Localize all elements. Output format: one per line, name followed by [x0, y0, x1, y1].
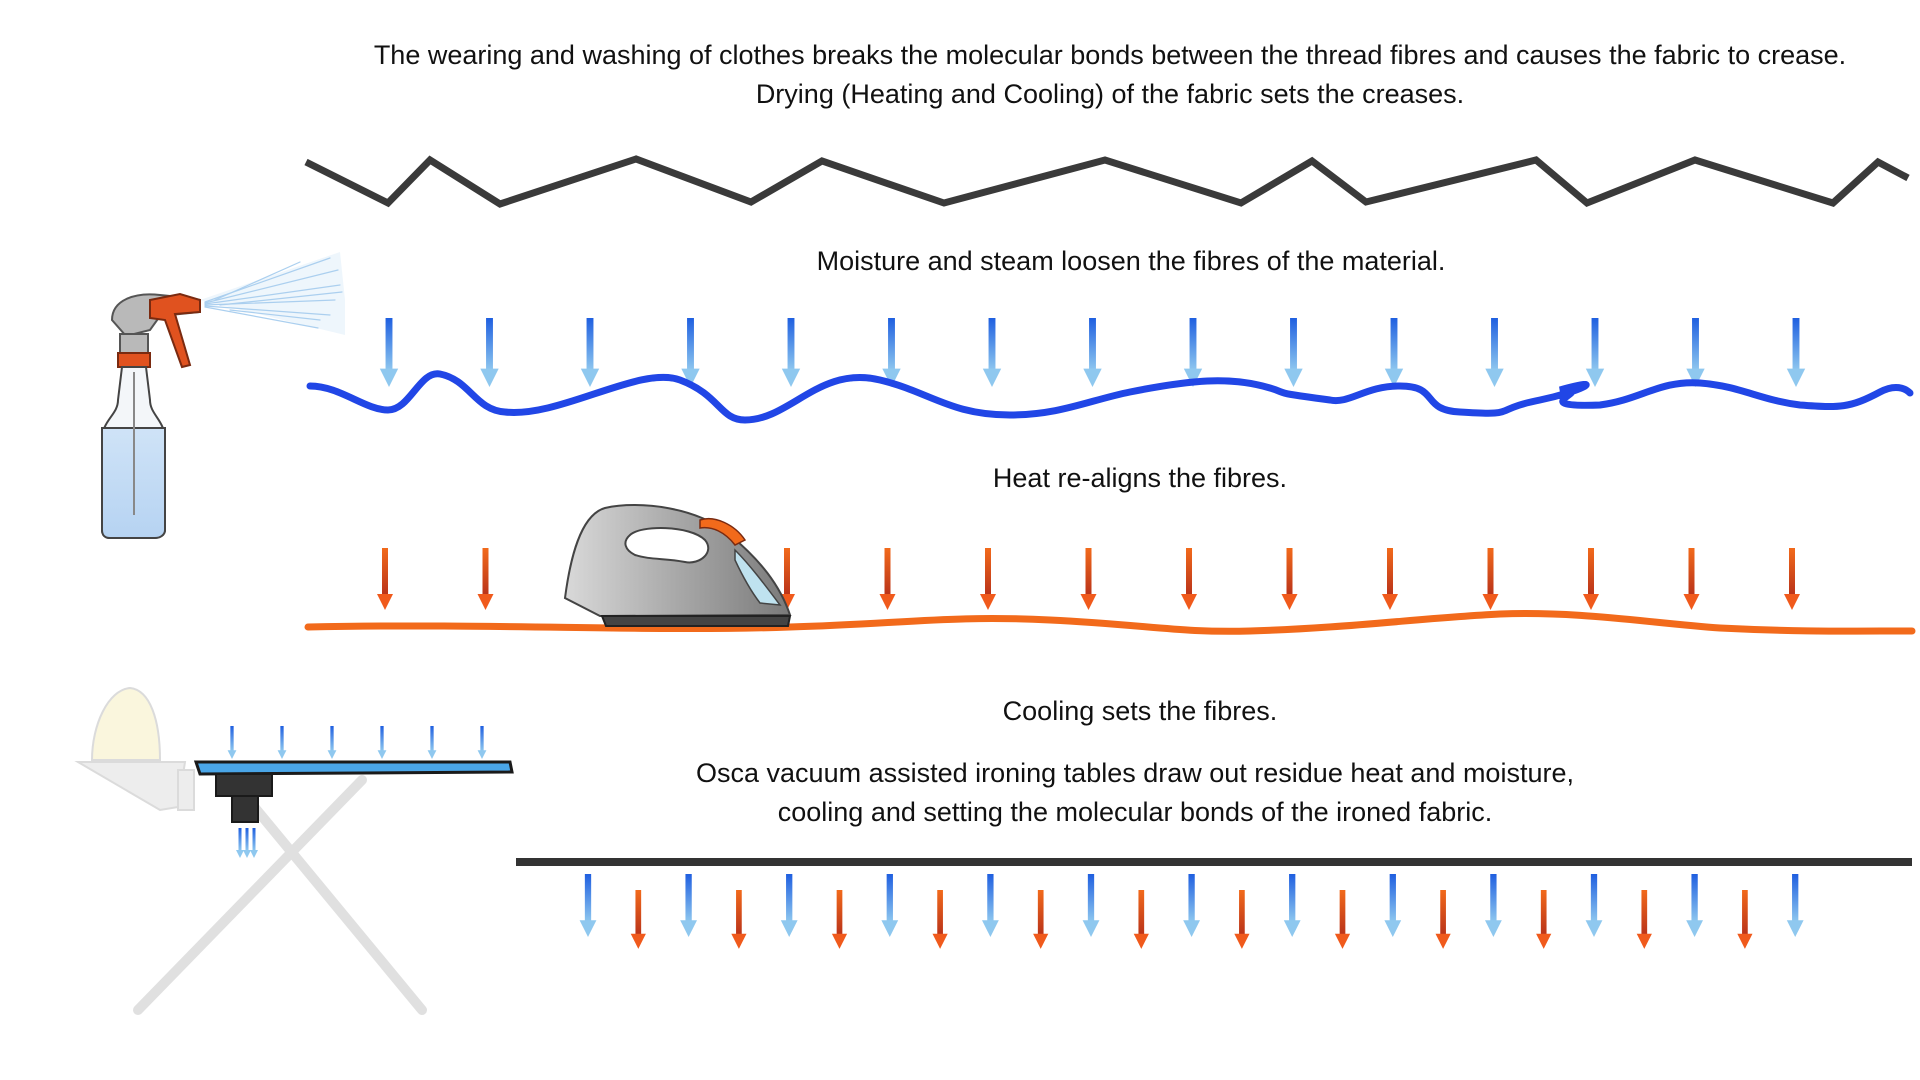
moisture-arrow [1585, 318, 1605, 387]
crease-caption-line-2: Drying (Heating and Cooling) of the fabr… [755, 79, 1465, 109]
ironing-table-icon [74, 686, 514, 1015]
osca-caption-line-1: Osca vacuum assisted ironing tables draw… [696, 758, 1574, 788]
heat-arrow [879, 548, 896, 610]
heat-arrow [980, 548, 996, 610]
moisture-arrow [681, 318, 700, 387]
cooling-arrow [982, 874, 999, 937]
moisture-arrow [580, 318, 600, 387]
heat-arrow [1281, 548, 1298, 610]
heat-arrow [1435, 890, 1451, 949]
moisture-caption: Moisture and steam loosen the fibres of … [816, 246, 1446, 276]
heat-arrow [932, 890, 948, 949]
moisture-arrow [982, 318, 1002, 387]
vacuum-arrow [236, 828, 244, 858]
cooling-arrow [1283, 874, 1301, 937]
heat-arrow [630, 890, 646, 949]
moisture-arrow [1384, 318, 1404, 387]
heat-arrow [1033, 890, 1049, 949]
moisture-arrow [1284, 318, 1303, 387]
heat-arrow [1482, 548, 1499, 610]
moisture-arrow [1183, 318, 1203, 387]
vacuum-arrow [250, 828, 258, 858]
heat-arrow [1382, 548, 1398, 610]
heat-arrow [1080, 548, 1097, 610]
moisture-arrow [1786, 318, 1806, 387]
table-cooling-arrow [327, 726, 337, 759]
moisture-arrow [882, 318, 901, 387]
spray-mist [200, 252, 345, 335]
cooling-arrow [1183, 874, 1200, 937]
steam-iron-icon [563, 504, 792, 627]
cooling-arrow [680, 874, 697, 937]
heat-arrow [1683, 548, 1700, 610]
heat-arrow [1583, 548, 1599, 610]
cooling-and-heat-arrows [579, 874, 1804, 949]
spray-bottle-icon [101, 252, 345, 539]
cooling-arrow [881, 874, 899, 937]
cooling-arrow [780, 874, 798, 937]
heat-arrow [1636, 890, 1652, 949]
moisture-arrow [781, 318, 801, 387]
heat-arrow [1181, 548, 1197, 610]
heat-arrow [1334, 890, 1351, 949]
table-cooling-arrow [427, 726, 437, 759]
heat-arrow [1133, 890, 1149, 949]
heat-arrow [1536, 890, 1552, 949]
cooling-arrow [1686, 874, 1703, 937]
heat-arrow [1784, 548, 1800, 610]
creased-fibre-line [304, 155, 1910, 208]
heat-arrow [477, 548, 494, 610]
crease-caption-line-1: The wearing and washing of clothes break… [373, 40, 1847, 70]
heat-arrow [1737, 890, 1753, 949]
osca-caption-line-2: cooling and setting the molecular bonds … [777, 797, 1493, 827]
moisture-arrow [379, 318, 399, 387]
table-cooling-arrow [477, 726, 487, 759]
moisture-arrows [379, 318, 1806, 387]
table-cooling-arrow [277, 726, 287, 759]
heat-arrow [1234, 890, 1250, 949]
cooling-arrow [1585, 874, 1603, 937]
moisture-arrow [1083, 318, 1102, 387]
heat-caption: Heat re-aligns the fibres. [992, 463, 1288, 493]
cooling-arrow [1384, 874, 1402, 937]
cooling-arrow [1786, 874, 1804, 937]
moisture-arrow [1686, 318, 1705, 387]
heat-arrow [831, 890, 848, 949]
table-cooling-arrow [377, 726, 387, 759]
table-cooling-arrow [227, 726, 237, 759]
moist-fibre-line [306, 370, 1914, 424]
heat-arrow [377, 548, 393, 610]
moisture-arrow [480, 318, 499, 387]
cooling-arrow [1082, 874, 1100, 937]
cooling-arrow [579, 874, 597, 937]
cooling-arrow [1485, 874, 1502, 937]
cooling-caption: Cooling sets the fibres. [1002, 696, 1278, 726]
heated-fibre-line [304, 610, 1916, 635]
heat-arrow [731, 890, 747, 949]
moisture-arrow [1485, 318, 1504, 387]
vacuum-arrow [243, 828, 251, 858]
